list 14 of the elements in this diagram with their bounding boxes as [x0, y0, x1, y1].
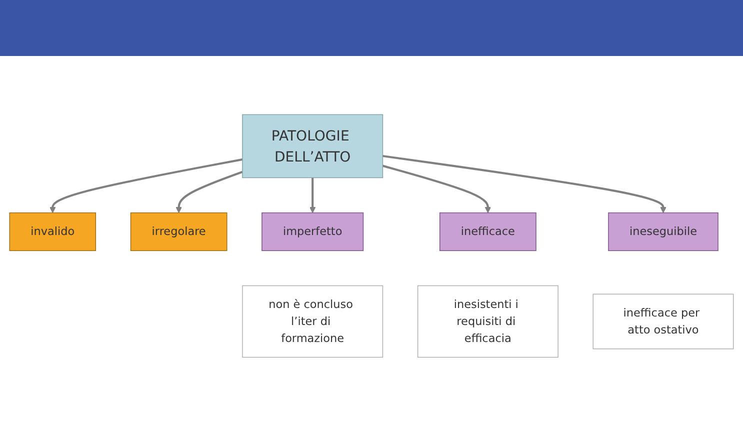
node-box: invalido	[9, 212, 96, 252]
arrow	[176, 170, 243, 214]
arrow	[382, 164, 491, 214]
node-box: inefficace per atto ostativo	[592, 294, 734, 350]
node-box: PATOLOGIE DELL’ATTO	[242, 114, 384, 178]
node-box: irregolare	[130, 212, 228, 252]
arrow	[382, 155, 666, 214]
node-box: inefficace	[439, 212, 536, 252]
arrow	[310, 178, 316, 214]
node-box: inesistenti i requisiti di efficacia	[417, 285, 558, 358]
node-box: imperfetto	[262, 212, 364, 252]
arrow	[50, 158, 243, 214]
node-box: ineseguibile	[608, 212, 718, 252]
node-box: non è concluso l’iter di formazione	[242, 285, 384, 358]
